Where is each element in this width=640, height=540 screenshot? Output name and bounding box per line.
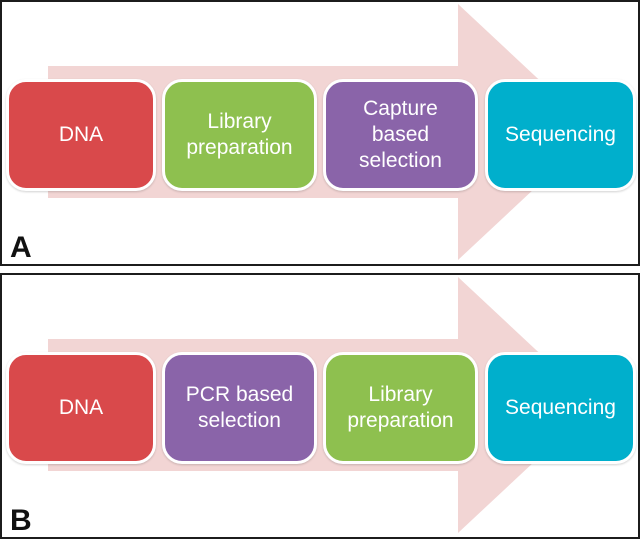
step-box-dna: DNA [6,79,156,191]
step-label: Sequencing [505,122,616,146]
step-label: DNA [58,122,104,146]
step-box-sequencing: Sequencing [485,79,636,191]
flow-arrow-graphic [48,4,595,260]
step-box-dna: DNA [6,352,156,464]
flow-arrow-graphic [48,277,595,533]
right-arrow-shape [48,4,595,260]
step-label: DNA [58,395,104,419]
step-label: Sequencing [505,395,616,419]
panel-label-a: A [10,231,32,264]
step-box-sequencing: Sequencing [485,352,636,464]
panel-label-b: B [10,504,32,537]
right-arrow-shape [48,277,595,533]
